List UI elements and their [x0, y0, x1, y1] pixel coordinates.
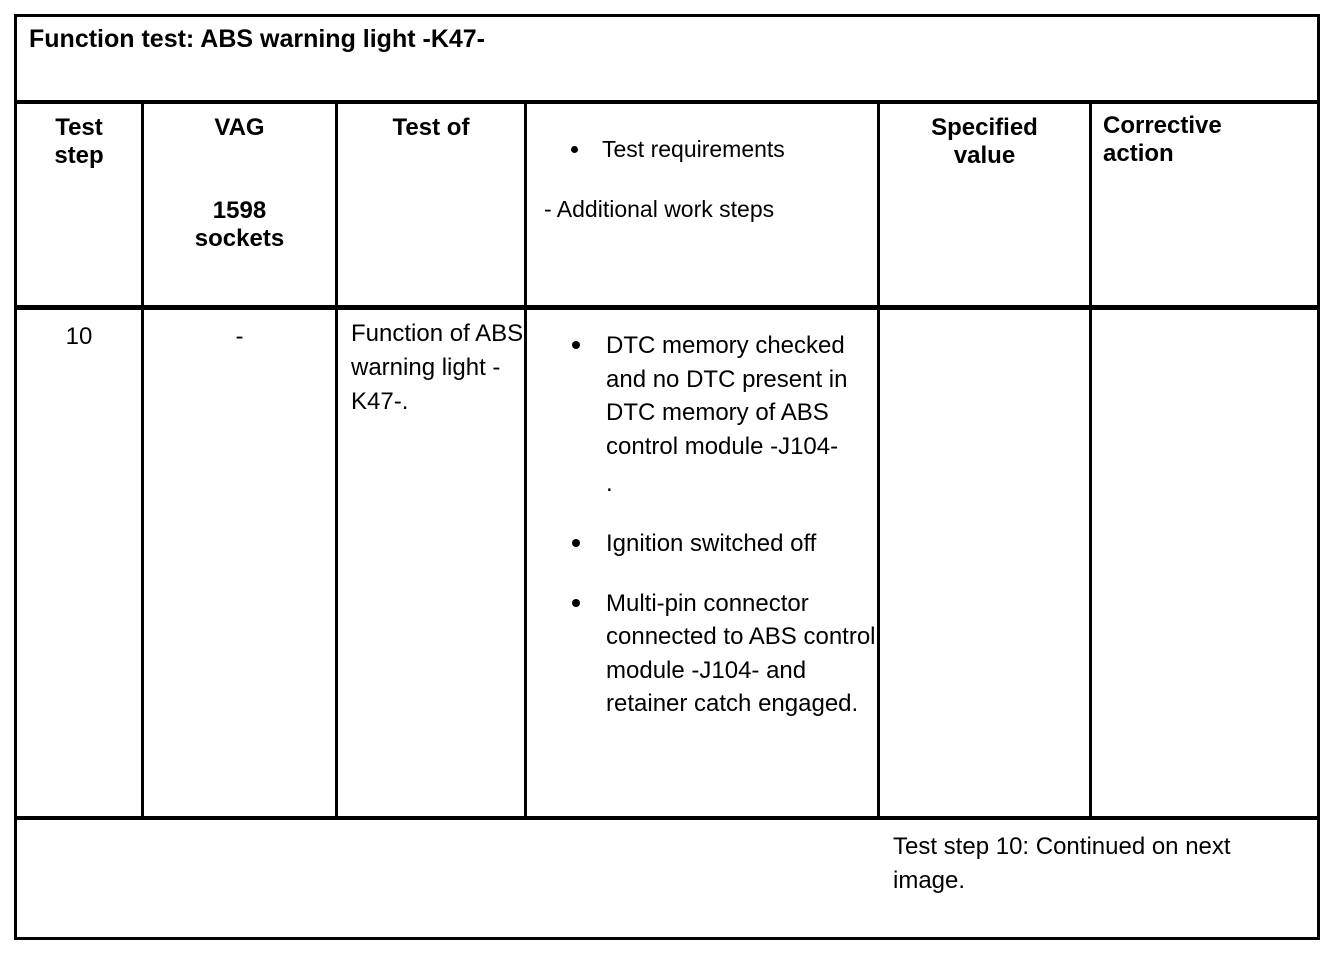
column-header-requirements: Test requirements: [544, 135, 874, 165]
column-header-requirements-row: Test requirements: [544, 135, 874, 165]
page-title: Function test: ABS warning light -K47-: [29, 25, 486, 53]
column-header-corrective-action-line1: Corrective: [1103, 112, 1222, 139]
column-divider-3: [524, 104, 527, 816]
column-divider-2: [335, 104, 338, 816]
list-item-text: Ignition switched off: [606, 529, 817, 557]
column-header-vag-number: 1598: [212, 197, 267, 224]
list-item: DTC memory checked and no DTC present in…: [544, 329, 879, 501]
divider-below-header: [17, 305, 1317, 310]
continuation-note: Test step 10: Continued on next image.: [893, 833, 1231, 895]
column-header-test-step-line2: step: [54, 142, 104, 170]
column-header-specified-value-line2: value: [953, 142, 1016, 170]
table-title-band: Function test: ABS warning light -K47-: [17, 17, 1317, 100]
column-header-specified-value-line1: Specified: [931, 114, 1038, 141]
list-item-trailing-period: .: [606, 470, 613, 498]
bullet-dot-icon: [572, 341, 580, 349]
table-row-test-step-value: 10: [65, 323, 93, 350]
column-header-requirements-label: Test requirements: [602, 136, 785, 162]
table-row-test-of-value: Function of ABS warning light -K47-.: [351, 320, 524, 416]
column-divider-4: [877, 104, 880, 816]
table-row-requirements: DTC memory checked and no DTC present in…: [544, 329, 879, 721]
column-header-test-step-line1: Test: [55, 114, 103, 141]
table-row-vag-socket-value: -: [235, 323, 244, 350]
column-header-specified-value: Specified value: [880, 114, 1089, 170]
column-divider-1: [141, 104, 144, 816]
list-item: Ignition switched off: [544, 527, 879, 561]
column-divider-5: [1089, 104, 1092, 816]
bullet-dot-icon: [571, 146, 578, 153]
list-item: Multi-pin connector connected to ABS con…: [544, 587, 879, 721]
column-header-vag: VAG: [144, 114, 335, 142]
column-header-test-step: Test step: [17, 114, 141, 170]
function-test-table: Function test: ABS warning light -K47- T…: [14, 14, 1320, 940]
divider-below-title: [17, 100, 1317, 104]
column-header-test-of-label: Test of: [392, 114, 470, 141]
divider-below-body: [17, 816, 1317, 820]
column-header-vag-label: VAG: [214, 114, 265, 141]
column-header-vag-sockets: 1598 sockets: [144, 197, 335, 253]
column-header-corrective-action: Corrective action: [1103, 112, 1313, 168]
column-header-corrective-action-line2: action: [1103, 140, 1174, 168]
column-header-additional-work-steps: - Additional work steps: [544, 196, 775, 222]
list-item-text: DTC memory checked and no DTC present in…: [606, 332, 848, 460]
column-header-vag-sockets-label: sockets: [194, 225, 285, 253]
list-item-text: Multi-pin connector connected to ABS con…: [606, 589, 876, 718]
bullet-dot-icon: [572, 598, 580, 607]
column-header-test-of: Test of: [338, 114, 524, 142]
bullet-dot-icon: [572, 538, 580, 547]
